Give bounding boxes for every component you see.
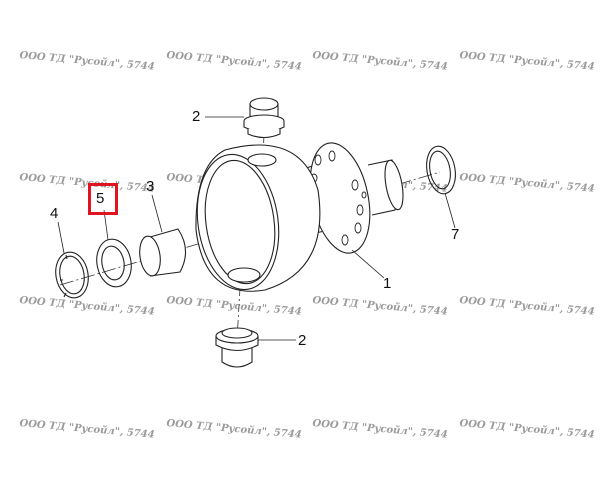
callout-label-plug-top: 2 (192, 108, 201, 125)
plug-top (243, 97, 285, 139)
plug-bottom (215, 327, 259, 368)
callout-label-plug-bottom: 2 (298, 332, 307, 349)
highlight-box (88, 183, 118, 215)
seal-ring-part (426, 145, 456, 195)
bushing-part (139, 228, 187, 277)
callout-label-washer: 5 (96, 190, 105, 207)
washer-part (96, 238, 132, 288)
leader-lines (57, 116, 456, 341)
retaining-ring-part (55, 251, 89, 299)
housing-part (195, 140, 404, 292)
callout-label-retaining-ring: 4 (50, 205, 59, 222)
callout-label-bushing: 3 (146, 178, 155, 195)
callout-label-housing: 1 (383, 275, 392, 292)
callout-label-seal-ring: 7 (451, 226, 460, 243)
